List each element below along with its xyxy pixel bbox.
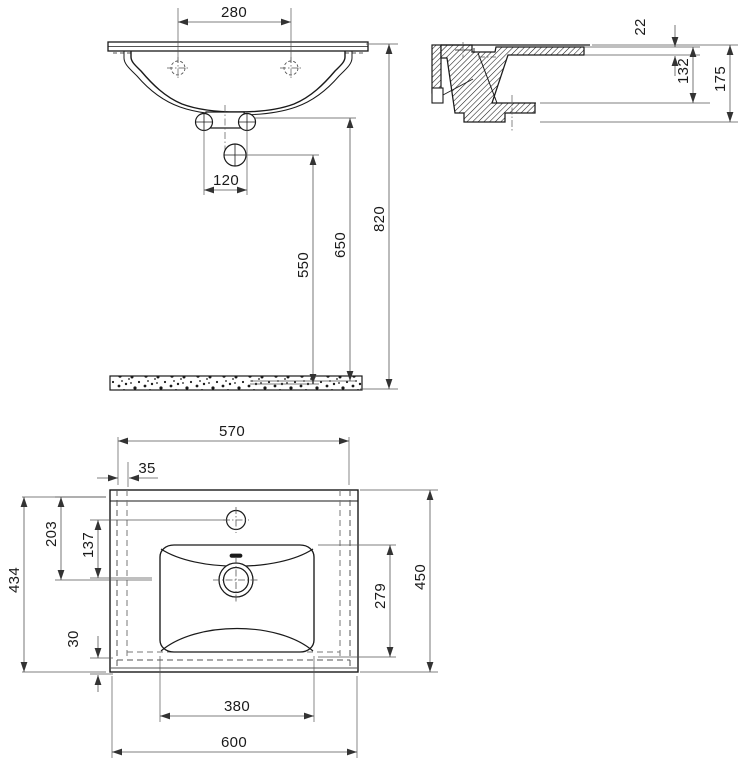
dimension-380-label: 380 — [224, 698, 250, 715]
hidden-cabinet-outline — [116, 490, 351, 667]
dimension-280-label: 280 — [221, 4, 247, 21]
dimension-434: 434 — [6, 496, 106, 673]
dimension-380: 380 — [159, 656, 315, 722]
dimension-120: 120 — [203, 130, 248, 195]
basin-inner-surface — [473, 48, 536, 104]
dimension-600-label: 600 — [221, 734, 247, 751]
dimension-450-label: 450 — [412, 564, 429, 590]
supply-pipe-right — [237, 112, 257, 132]
dimension-203-label: 203 — [43, 521, 60, 547]
basin-section-body — [440, 44, 585, 123]
dimension-22: 22 — [584, 18, 700, 76]
dimension-279: 279 — [318, 544, 396, 658]
dimension-279-label: 279 — [372, 583, 389, 609]
dimension-434-label: 434 — [6, 567, 23, 593]
supply-pipe-left — [194, 112, 214, 132]
dimension-35: 35 — [97, 460, 158, 487]
dimension-137: 137 — [80, 519, 228, 579]
countertop-slab-front — [107, 41, 369, 54]
dimension-600: 600 — [111, 676, 358, 758]
dimension-650-label: 650 — [332, 232, 349, 258]
dimension-120-label: 120 — [213, 172, 239, 189]
dimension-132: 132 — [540, 47, 710, 104]
tap-hole-plan — [223, 507, 249, 533]
section-bracket-pocket — [442, 42, 496, 96]
overflow-slot-plan — [229, 553, 243, 558]
dimension-35-label: 35 — [138, 460, 155, 477]
top-plan-view: 570 35 434 203 137 — [6, 423, 438, 758]
floor-slab — [109, 375, 363, 391]
dimension-132-label: 132 — [675, 58, 692, 84]
dimension-280: 280 — [177, 4, 292, 63]
dimension-203: 203 — [43, 496, 152, 581]
dimension-22-label: 22 — [632, 18, 649, 35]
dimension-30-label: 30 — [65, 630, 82, 647]
dimension-550: 550 — [235, 154, 319, 385]
basin-bowl-plan-outline — [159, 544, 315, 653]
dimension-570: 570 — [117, 423, 350, 485]
drain-outlet-plan — [213, 557, 259, 603]
dimension-30: 30 — [65, 630, 113, 692]
dimension-137-label: 137 — [80, 532, 97, 558]
dimension-570-label: 570 — [219, 423, 245, 440]
dimension-820-label: 820 — [371, 206, 388, 232]
side-section-view: 22 132 175 — [431, 18, 738, 131]
dimension-550-label: 550 — [295, 252, 312, 278]
dimension-650: 650 — [250, 117, 356, 382]
front-elevation-view: 280 120 550 650 820 — [107, 4, 398, 391]
dimension-175-label: 175 — [712, 66, 729, 92]
dimension-450: 450 — [360, 489, 438, 673]
dimension-175: 175 — [540, 44, 738, 123]
dimension-820: 820 — [360, 43, 398, 390]
basin-bowl-front-profile — [123, 51, 353, 116]
rear-rim-block — [431, 44, 444, 104]
